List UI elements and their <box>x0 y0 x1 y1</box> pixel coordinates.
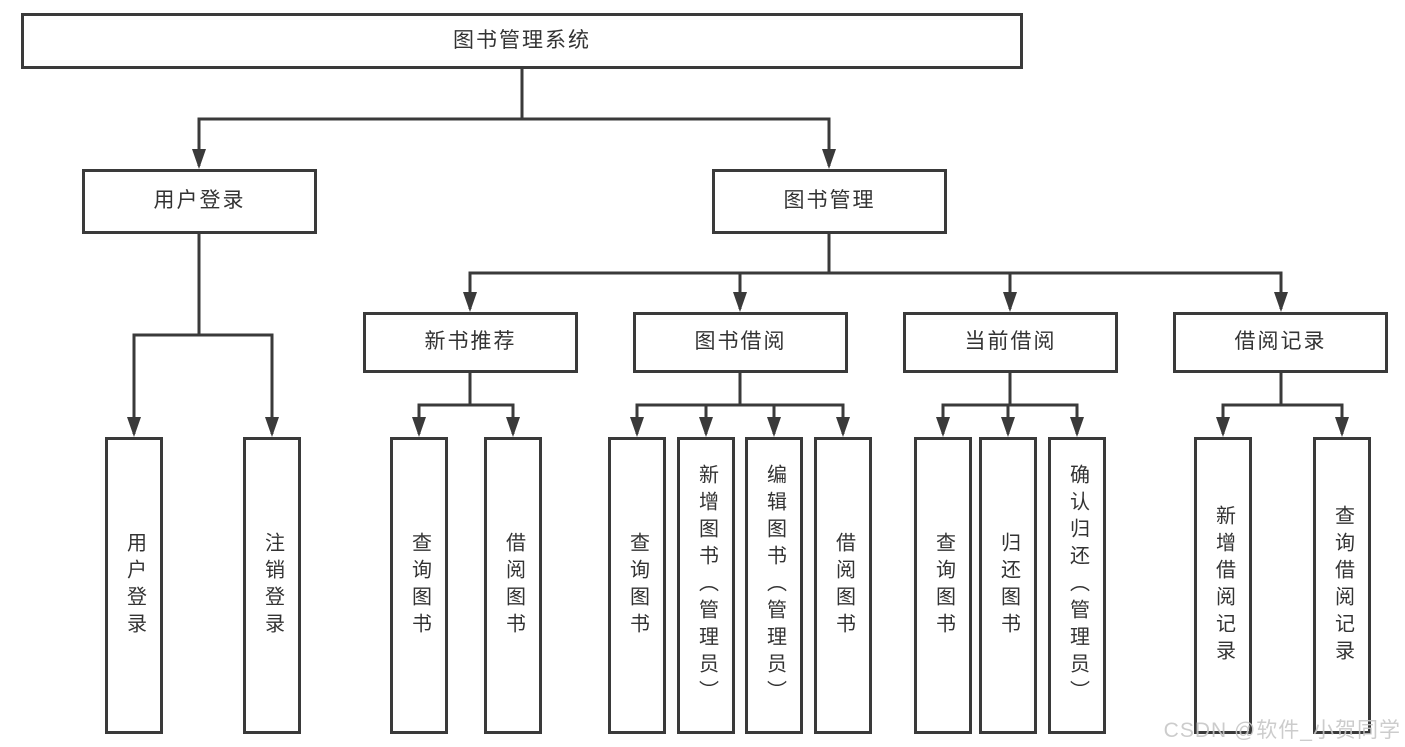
leaf-user-login: 用户登录 <box>105 437 163 734</box>
node-book-management: 图书管理 <box>712 169 947 234</box>
leaf-logout: 注销登录 <box>243 437 301 734</box>
leaf-add-borrow-record: 新增借阅记录 <box>1194 437 1252 734</box>
node-borrowing-records: 借阅记录 <box>1173 312 1388 373</box>
leaf-borrow-books-borrowing: 借阅图书 <box>814 437 872 734</box>
node-user-login: 用户登录 <box>82 169 317 234</box>
node-new-book-recommendation: 新书推荐 <box>363 312 578 373</box>
node-current-borrowing: 当前借阅 <box>903 312 1118 373</box>
leaf-query-books-borrowing: 查询图书 <box>608 437 666 734</box>
node-library-management-system: 图书管理系统 <box>21 13 1023 69</box>
node-book-borrowing: 图书借阅 <box>633 312 848 373</box>
leaf-query-borrow-record: 查询借阅记录 <box>1313 437 1371 734</box>
leaf-query-books-recommend: 查询图书 <box>390 437 448 734</box>
leaf-add-books-admin: 新增图书（管理员） <box>677 437 735 734</box>
csdn-watermark: CSDN @软件_小贺同学 <box>1163 719 1401 742</box>
leaf-return-books: 归还图书 <box>979 437 1037 734</box>
leaf-borrow-books-recommend: 借阅图书 <box>484 437 542 734</box>
tree-edges <box>132 68 1344 434</box>
leaf-edit-books-admin: 编辑图书（管理员） <box>745 437 803 734</box>
leaf-query-books-current: 查询图书 <box>914 437 972 734</box>
leaf-confirm-return-admin: 确认归还（管理员） <box>1048 437 1106 734</box>
